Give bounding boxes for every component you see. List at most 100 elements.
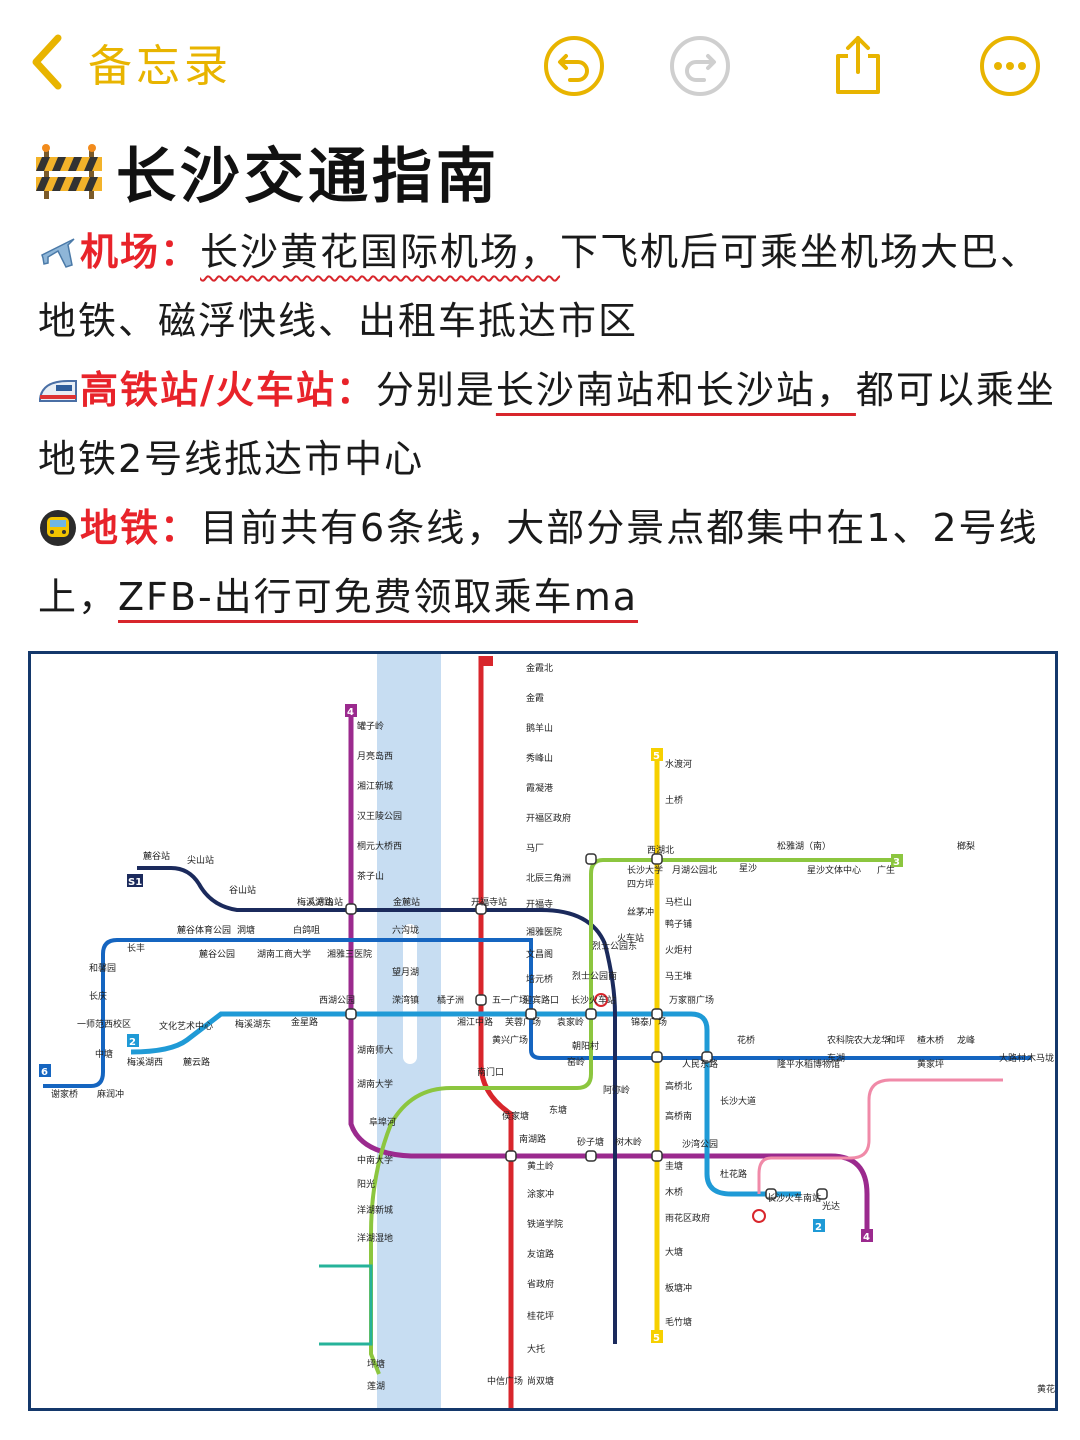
station-label: 长沙火车站 xyxy=(571,994,616,1006)
station-label: 砂子塘 xyxy=(577,1136,604,1148)
redo-button[interactable] xyxy=(668,34,732,98)
station-label: 长沙大道 xyxy=(720,1095,756,1107)
station-label: 金霞北 xyxy=(526,662,553,674)
metro-map-svg: 4 5 3 S1 2 6 2 4 5 xyxy=(39,654,1055,1408)
share-button[interactable] xyxy=(826,34,890,98)
undo-icon xyxy=(544,36,604,96)
station-label: 长沙火车南站 xyxy=(767,1192,821,1204)
station-label: 花桥 xyxy=(737,1034,755,1046)
line-s1 xyxy=(137,866,607,945)
line-6 xyxy=(43,938,1031,1088)
more-icon xyxy=(980,36,1040,96)
back-label: 备忘录 xyxy=(88,41,232,92)
station-label: 莲湖 xyxy=(367,1380,385,1392)
station-label: 中南大学 xyxy=(357,1154,393,1166)
section-train-station: 高铁站/火车站：分别是长沙南站和长沙站，都可以乘坐地铁2号线抵达市中心 xyxy=(38,356,1058,494)
station-label: 迎宾路口 xyxy=(523,994,559,1006)
station-label: 南湖路 xyxy=(519,1133,546,1145)
juzizhou-island xyxy=(403,924,417,1064)
svg-text:5: 5 xyxy=(653,1333,660,1344)
station-label: 橘子洲 xyxy=(437,995,464,1006)
station-label: 黄土岭 xyxy=(527,1160,554,1172)
station-label: 麓谷公园 xyxy=(199,948,235,960)
station-label: 马栏山 xyxy=(665,896,692,908)
station-label: 黄兴广场 xyxy=(492,1034,528,1046)
undo-button[interactable] xyxy=(542,34,606,98)
airport-label: 机场： xyxy=(80,230,201,274)
station-label: 梅溪湖路 xyxy=(297,896,333,908)
station-label: 锦泰广场 xyxy=(631,1016,667,1028)
station-label: 鹅羊山 xyxy=(526,722,553,734)
station-label: 秀峰山 xyxy=(526,752,553,764)
station-label: 袁家岭 xyxy=(557,1016,584,1028)
metro-label: 地铁： xyxy=(80,506,201,550)
station-label: 金麓站 xyxy=(393,896,420,908)
station-labels: 金霞北金霞鹅羊山秀峰山霞凝港开福区政府马厂北辰三角洲开福寺湘雅医院文昌阁培元桥五… xyxy=(51,662,1055,1395)
station-label: 木桥 xyxy=(665,1186,683,1198)
metro-pass-note: ZFB-出行可免费领取乘车ma xyxy=(118,575,638,619)
station-label: 大托 xyxy=(527,1343,545,1355)
station-label: 一师范西校区 xyxy=(77,1018,131,1030)
construction-barrier-icon xyxy=(36,143,102,199)
station-label: 六沟垅 xyxy=(392,924,419,936)
station-label: 龙华 xyxy=(872,1034,890,1046)
station-label: 梅溪湖西 xyxy=(127,1056,163,1068)
station-label: 开福寺站 xyxy=(471,896,507,908)
more-button[interactable] xyxy=(978,34,1042,98)
station-label: 黄花机场 xyxy=(1037,1383,1055,1395)
station-label: 毛竹塘 xyxy=(665,1316,692,1328)
station-label: 文化艺术中心 xyxy=(159,1020,213,1032)
station-label: 烈士公园南 xyxy=(572,970,617,982)
airport-name: 长沙黄花国际机场， xyxy=(200,230,561,274)
station-label: 湘江中路 xyxy=(457,1016,493,1028)
station-label: 雨花区政府 xyxy=(665,1212,710,1224)
station-label: 丝茅冲 xyxy=(627,906,654,918)
station-label: 和馨园 xyxy=(89,962,116,974)
station-label: 开福区政府 xyxy=(526,812,571,824)
railway-station-icon xyxy=(594,993,608,1007)
station-label: 洞塘 xyxy=(237,924,255,936)
station-label: 溁湾镇 xyxy=(392,994,419,1006)
airplane-icon xyxy=(41,238,75,268)
airport-text: 下飞机后可乘坐机场大巴、地铁、磁浮快线、出租车抵达市区 xyxy=(38,230,1041,343)
train-text-before: 分别是 xyxy=(375,368,496,412)
station-label: 沙湾公园 xyxy=(682,1138,718,1150)
redo-icon xyxy=(670,36,730,96)
station-label: 阿弥岭 xyxy=(603,1084,630,1096)
chevron-left-icon xyxy=(32,34,62,90)
station-label: 北辰三角洲 xyxy=(526,872,571,884)
station-label: 星沙 xyxy=(739,863,757,874)
back-button[interactable]: 备忘录 xyxy=(28,30,232,94)
station-label: 麻润冲 xyxy=(97,1088,124,1100)
station-label: 杜花路 xyxy=(720,1168,747,1180)
station-label: 阜埠河 xyxy=(369,1116,396,1128)
metro-text: 目前共有6条线，大部分景点都集中在1、2号线上， xyxy=(38,506,1039,619)
station-label: 长丰 xyxy=(127,942,145,954)
section-airport: 机场：长沙黄花国际机场，下飞机后可乘坐机场大巴、地铁、磁浮快线、出租车抵达市区 xyxy=(38,218,1058,356)
station-label: 培元桥 xyxy=(526,973,553,985)
station-label: 霞凝港 xyxy=(526,782,553,794)
station-label: 马厂 xyxy=(526,843,544,854)
line-y1 xyxy=(319,1264,373,1346)
station-label: 开福寺 xyxy=(526,898,553,910)
svg-text:S1: S1 xyxy=(128,877,142,888)
station-label: 麓云路 xyxy=(183,1056,210,1068)
station-label: 友谊路 xyxy=(527,1248,554,1260)
station-label: 木马垅 xyxy=(1027,1052,1054,1064)
station-label: 麓谷站 xyxy=(143,850,170,862)
station-label: 中信广场 xyxy=(487,1375,523,1387)
station-label: 谷山站 xyxy=(229,884,256,896)
station-label: 长沙大学 xyxy=(627,864,663,876)
station-label: 麓谷体育公园 xyxy=(177,924,231,936)
station-label: 南门口 xyxy=(477,1066,504,1078)
station-label: 东塘 xyxy=(549,1104,567,1116)
station-label: 鸭子铺 xyxy=(665,918,692,930)
station-label: 树木岭 xyxy=(615,1136,642,1148)
train-station-label: 高铁站/火车站： xyxy=(80,368,376,412)
station-label: 铁道学院 xyxy=(527,1218,563,1230)
station-label: 五一广场 xyxy=(492,994,528,1006)
note-title: 长沙交通指南 xyxy=(116,142,500,212)
note-title-row: 长沙交通指南 xyxy=(34,128,500,215)
share-icon xyxy=(836,36,880,94)
note-body: 机场：长沙黄花国际机场，下飞机后可乘坐机场大巴、地铁、磁浮快线、出租车抵达市区 … xyxy=(38,218,1058,632)
